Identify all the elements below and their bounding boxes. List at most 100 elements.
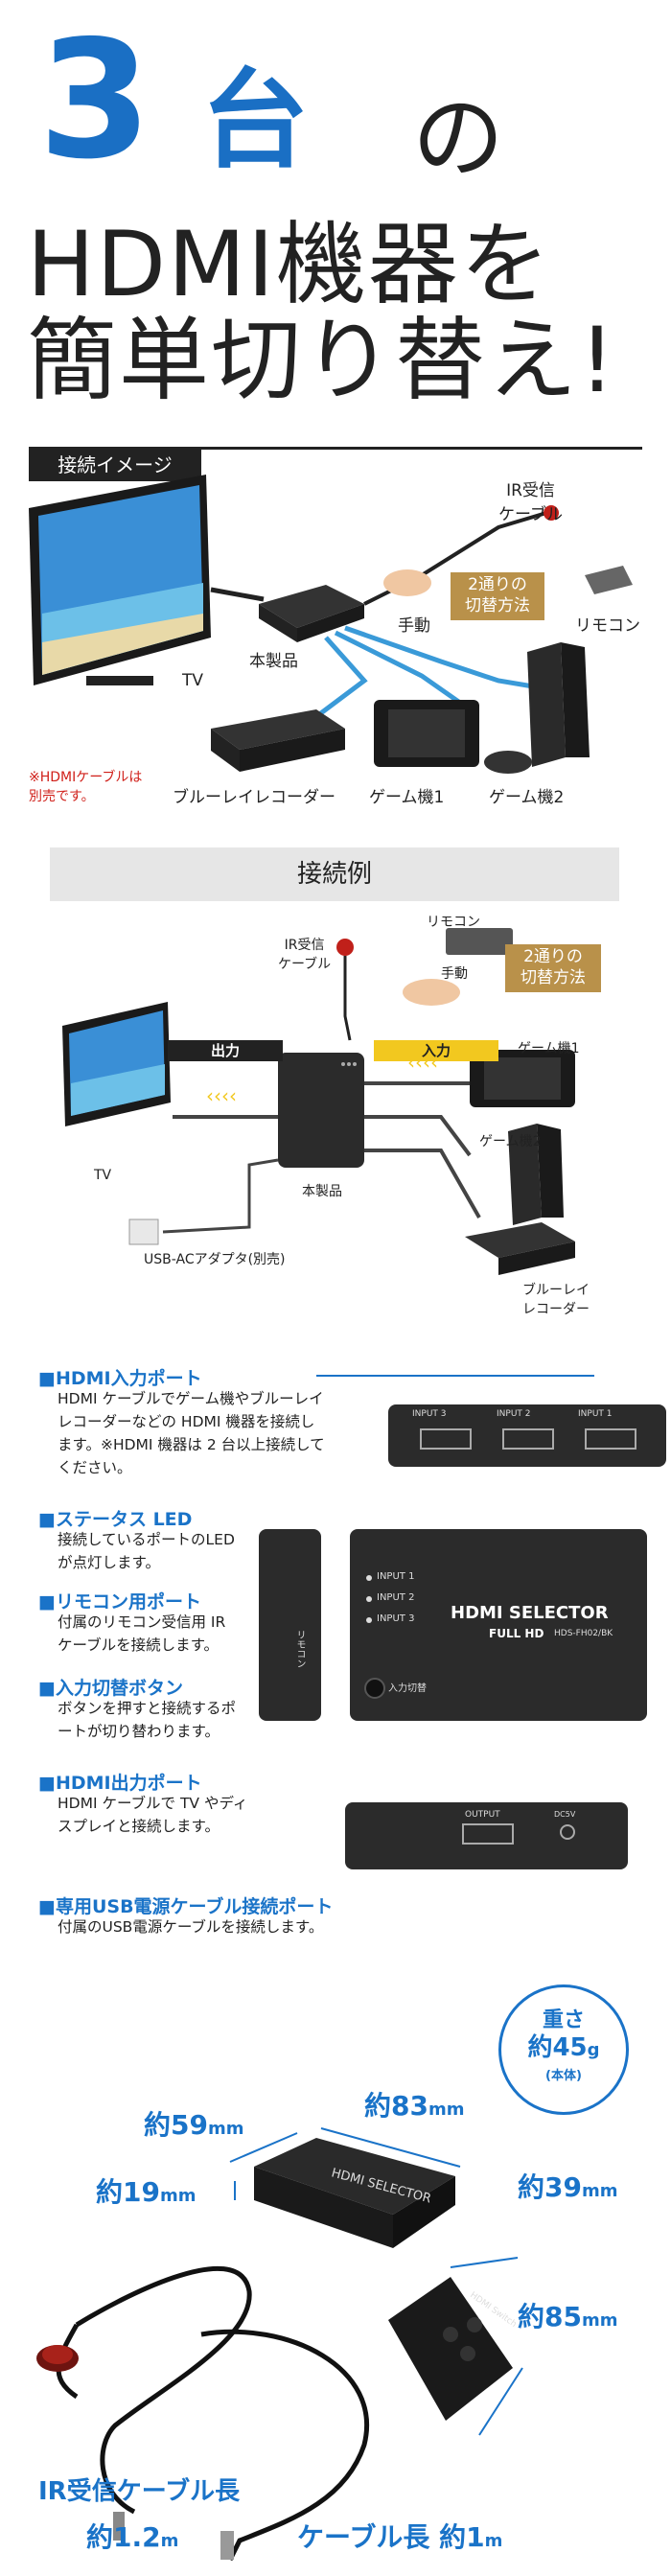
- port-label-input2: INPUT 2: [497, 1409, 531, 1419]
- weight-value: 約45: [527, 2033, 588, 2062]
- top-label-input2: INPUT 2: [377, 1592, 415, 1603]
- switch-button: [364, 1678, 385, 1699]
- ex-switch-methods-badge: 2通りの 切替方法: [505, 944, 601, 992]
- dc-port-label: DC5V: [554, 1810, 576, 1819]
- port-label-input3: INPUT 3: [412, 1409, 447, 1419]
- feature-text-hdmi-input: HDMI ケーブルでゲーム機やブルーレイレコーダーなどの HDMI 機器を接続し…: [58, 1390, 325, 1476]
- label-ir-cable: IR受信 ケーブル: [498, 481, 563, 524]
- device-top-view: [350, 1529, 647, 1721]
- weight-unit: g: [587, 2040, 600, 2060]
- led-2: [366, 1596, 372, 1602]
- hero-dai: 台: [201, 58, 309, 183]
- hdmi-port-2: [502, 1428, 554, 1450]
- hdmi-cable-note: ※HDMIケーブルは 別売です。: [29, 770, 143, 804]
- section-tab-connection-image: 接続イメージ: [29, 449, 201, 481]
- dim-depth-value: 約59: [144, 2109, 208, 2141]
- cable-length-unit: m: [484, 2531, 503, 2551]
- weight-label: 重さ: [542, 2008, 585, 2032]
- label-product: 本製品: [249, 652, 298, 671]
- feature-text-status-led: 接続しているポートのLEDが点灯します。: [58, 1531, 235, 1571]
- label-ex-game1: ゲーム機1: [518, 1041, 580, 1056]
- section-band-connection-example: 接続例: [50, 847, 619, 901]
- feature-title-switch-button: ■入力切替ボタン: [38, 1678, 183, 1699]
- full-hd-label: FULL HD: [489, 1627, 544, 1640]
- weight-note: (本体): [545, 2069, 582, 2083]
- label-game2: ゲーム機2: [489, 788, 565, 807]
- feature-text-usb-port: 付属のUSB電源ケーブルを接続します。: [58, 1918, 324, 1936]
- ir-cable-length-value: 約1.2: [86, 2521, 161, 2553]
- hero-no: の: [412, 84, 504, 192]
- dim-width: 約83mm: [364, 2085, 464, 2123]
- dim-remote-height-value: 約85: [518, 2301, 582, 2332]
- dim-remote-width: 約39mm: [518, 2167, 617, 2205]
- feature-title-remote-port: ■リモコン用ポート: [38, 1591, 201, 1613]
- led-3: [366, 1617, 372, 1623]
- connection-image-illustration: [29, 475, 633, 774]
- label-ex-ir-cable: IR受信 ケーブル: [278, 938, 332, 972]
- hero-line3: 簡単切り替え!: [27, 309, 617, 413]
- label-ex-tv: TV: [94, 1168, 112, 1183]
- ir-cable-length-label: IR受信ケーブル長: [38, 2477, 241, 2506]
- feature-text-switch-button: ボタンを押すと接続するポートが切り替わります。: [58, 1700, 237, 1740]
- svg-text:‹‹‹‹: ‹‹‹‹: [206, 1084, 237, 1107]
- label-remote: リモコン: [575, 616, 640, 636]
- hdmi-port-1: [585, 1428, 636, 1450]
- top-label-input3: INPUT 3: [377, 1613, 415, 1624]
- dim-height-value: 約19: [96, 2176, 160, 2208]
- feature-title-status-led: ■ステータス LED: [38, 1509, 193, 1530]
- switch-label: 入力切替: [388, 1683, 427, 1694]
- cable-length: ケーブル長 約1m: [297, 2517, 502, 2555]
- label-tv: TV: [182, 671, 204, 690]
- label-ex-adapter: USB-ACアダプタ(別売): [144, 1252, 286, 1267]
- cable-length-value: 約1: [439, 2521, 485, 2553]
- ir-cable-length-unit: m: [160, 2531, 179, 2551]
- feature-title-hdmi-output: ■HDMI出力ポート: [38, 1773, 202, 1794]
- dim-height-unit: mm: [159, 2186, 197, 2206]
- input-arrow: 入力: [374, 1040, 498, 1061]
- feature-text-hdmi-output: HDMI ケーブルで TV やディスプレイと接続します。: [58, 1795, 248, 1835]
- switch-methods-badge: 2通りの 切替方法: [451, 572, 544, 620]
- label-ex-game2: ゲーム機2: [479, 1134, 542, 1149]
- section-rule: [29, 447, 642, 450]
- dc-port: [560, 1824, 575, 1840]
- product-photo-illustration: HDMI SELECTOR HDMI Switch: [36, 2127, 523, 2562]
- dim-depth-unit: mm: [207, 2119, 244, 2139]
- dim-remote-width-value: 約39: [518, 2171, 582, 2203]
- dim-remote-height: 約85mm: [518, 2296, 617, 2334]
- feature-title-hdmi-input: ■HDMI入力ポート: [38, 1368, 202, 1389]
- connection-example-illustration: ‹‹‹‹ ‹‹‹‹: [62, 928, 575, 1275]
- label-bluray: ブルーレイレコーダー: [173, 788, 336, 807]
- top-label-input1: INPUT 1: [377, 1571, 415, 1582]
- device-back-view: [345, 1802, 628, 1869]
- feature-title-usb-port: ■専用USB電源ケーブル接続ポート: [38, 1896, 334, 1917]
- output-arrow: 出力: [168, 1040, 283, 1061]
- model-label: HDS-FH02/BK: [554, 1629, 613, 1638]
- device-side-view: [259, 1529, 321, 1721]
- label-ex-remote: リモコン: [427, 915, 480, 930]
- ir-cable-length: 約1.2m: [86, 2517, 178, 2555]
- cable-length-label: ケーブル長: [297, 2521, 430, 2553]
- brand-label: HDMI SELECTOR: [451, 1603, 609, 1623]
- hdmi-port-3: [420, 1428, 472, 1450]
- hero-number: 3: [38, 6, 152, 196]
- dim-width-value: 約83: [364, 2090, 428, 2122]
- ir-port-label: リモコン: [294, 1630, 305, 1668]
- led-1: [366, 1575, 372, 1581]
- label-manual: 手動: [398, 616, 430, 636]
- label-ex-manual: 手動: [441, 966, 468, 982]
- dim-height: 約19mm: [96, 2171, 196, 2210]
- feature-text-remote-port: 付属のリモコン受信用 IR ケーブルを接続します。: [58, 1613, 226, 1654]
- label-ex-product: 本製品: [302, 1184, 342, 1199]
- device-front-view: [388, 1404, 666, 1467]
- callout-line: [316, 1375, 594, 1377]
- dim-depth: 約59mm: [144, 2104, 243, 2143]
- hdmi-output-port: [462, 1823, 514, 1845]
- hero-line2: HDMI機器を: [27, 213, 552, 317]
- dim-width-unit: mm: [428, 2100, 465, 2120]
- dim-remote-width-unit: mm: [581, 2181, 618, 2201]
- label-ex-bluray: ブルーレイ レコーダー: [522, 1283, 590, 1317]
- weight-badge: 重さ 約45g (本体): [498, 1984, 629, 2115]
- output-port-label: OUTPUT: [465, 1810, 500, 1820]
- label-game1: ゲーム機1: [369, 788, 445, 807]
- dim-remote-height-unit: mm: [581, 2310, 618, 2331]
